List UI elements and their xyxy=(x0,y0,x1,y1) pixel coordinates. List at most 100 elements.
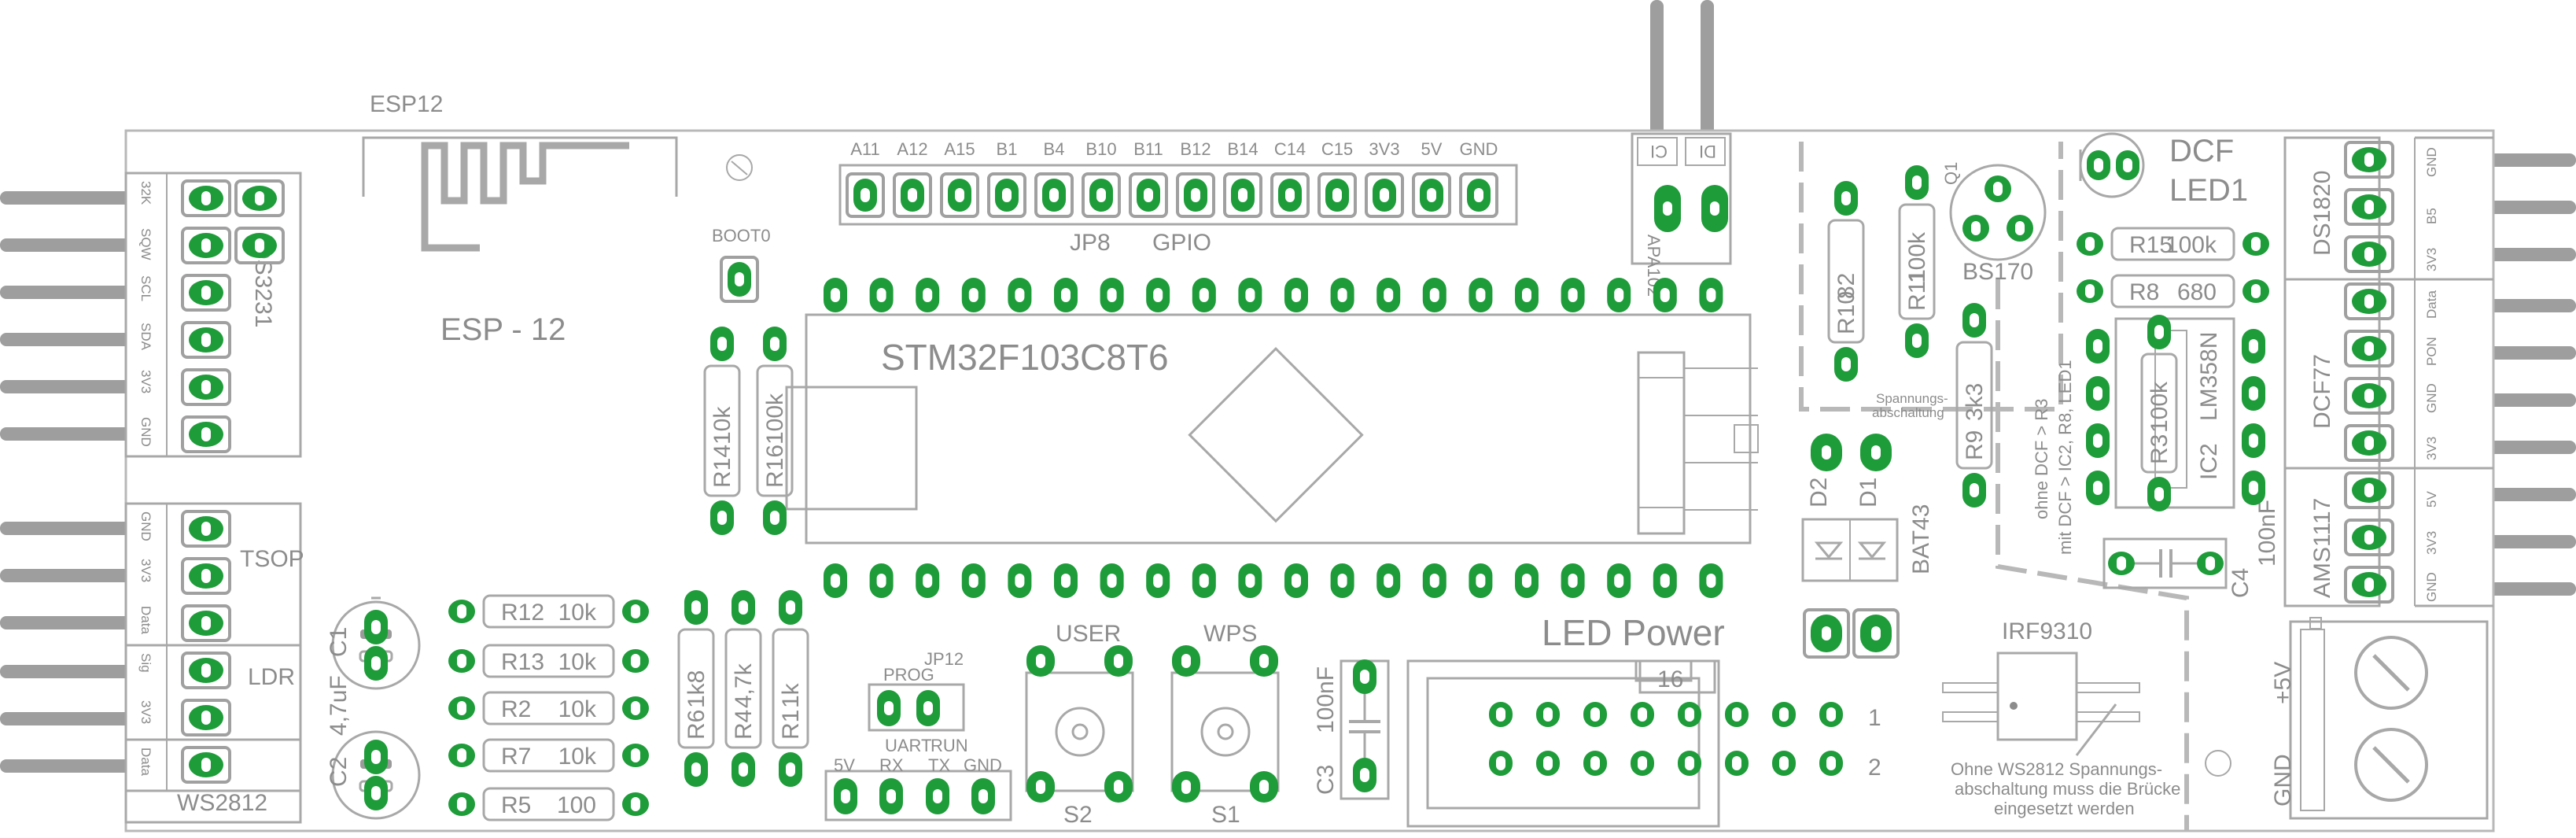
dcf-led-pad xyxy=(2087,150,2110,180)
resistor-pad xyxy=(684,590,708,625)
gpio-pin-label: B14 xyxy=(1227,139,1258,159)
ic2-pad-right xyxy=(2242,471,2265,505)
gpio-pin-label: C15 xyxy=(1321,139,1353,159)
ic2-pad-left xyxy=(2086,329,2110,364)
left-conn-pad xyxy=(181,557,231,595)
gpio-pin-label: B12 xyxy=(1180,139,1211,159)
resistor-pad xyxy=(779,752,802,787)
resistor-pad xyxy=(1834,347,1858,382)
gpio-pin-label: B1 xyxy=(997,139,1018,159)
left-conn-pin-label: GND xyxy=(138,417,153,447)
uart-pin-rx: RX xyxy=(879,755,904,775)
resistor-pad xyxy=(622,792,649,816)
gpio-pad-3v3 xyxy=(1365,172,1404,218)
left-conn-pin-label: Data xyxy=(138,606,153,634)
left-conn-pad xyxy=(181,652,231,689)
svg-text:100: 100 xyxy=(557,792,596,818)
led-power-pad xyxy=(1536,751,1560,776)
svg-text:10k: 10k xyxy=(558,696,597,722)
led-power-pad xyxy=(1489,751,1513,776)
apa102-pin-leads xyxy=(1650,0,1714,142)
uart-jp-label: JP12 xyxy=(924,649,964,669)
svg-text:82: 82 xyxy=(1833,273,1859,299)
left-conn-pin-label: 3V3 xyxy=(138,370,153,393)
gpio-pin-label: 5V xyxy=(1421,139,1443,159)
left-conn-pad xyxy=(181,274,231,312)
left-conn-pad xyxy=(181,699,231,736)
uart-pad xyxy=(879,778,903,814)
left-conn-pin-label: 3V3 xyxy=(138,559,153,582)
q1-pad-2 xyxy=(1962,215,1989,242)
resistor-pad xyxy=(2147,477,2171,511)
svg-text:100k: 100k xyxy=(762,393,788,445)
left-conn-pad xyxy=(181,227,231,264)
stm32-top-pad xyxy=(1100,278,1124,312)
resistor-pad xyxy=(1962,303,1986,338)
svg-text:10k: 10k xyxy=(709,406,735,445)
stm32-top-pad xyxy=(1192,278,1216,312)
stm32-bottom-pad xyxy=(1008,563,1032,598)
gpio-pin-label: C14 xyxy=(1274,139,1306,159)
stm32-bottom-pad xyxy=(1284,563,1308,598)
left-conn-pin-label: SQW xyxy=(138,228,153,260)
stm32-bottom-pad xyxy=(1100,563,1124,598)
svg-text:R14: R14 xyxy=(709,445,735,488)
stm32-top-pad xyxy=(1699,278,1723,312)
bat43-label: BAT43 xyxy=(1908,504,1934,575)
stm32-top-pad xyxy=(869,278,894,312)
prog-jumper-pad xyxy=(916,690,940,726)
pad-layer xyxy=(181,141,2394,816)
left-conn-pad xyxy=(181,415,231,453)
right-conn-pad xyxy=(2344,188,2394,226)
svg-text:R12: R12 xyxy=(501,600,544,626)
stm32-bottom-pad xyxy=(1653,563,1677,598)
d1-pad-top xyxy=(1860,434,1892,471)
resistor-pad xyxy=(622,696,649,720)
gpio-pin-label: B10 xyxy=(1085,139,1116,159)
svg-text:680: 680 xyxy=(2177,279,2217,305)
svg-text:100k: 100k xyxy=(1904,231,1930,283)
gpio-pad-b14 xyxy=(1223,172,1262,218)
power-gnd-label: GND xyxy=(2270,754,2296,807)
svg-text:R7: R7 xyxy=(501,744,531,770)
c4-value: 100nF xyxy=(2254,500,2280,567)
gpio-pad-b12 xyxy=(1176,172,1215,218)
stm32-top-pad xyxy=(1515,278,1539,312)
svg-text:3k3: 3k3 xyxy=(1962,383,1988,421)
right-conn-pad xyxy=(2344,471,2394,509)
stm32-top-pad xyxy=(916,278,940,312)
user-button-s2[interactable] xyxy=(1025,671,1134,792)
left-conn-pin-label: 3V3 xyxy=(138,700,153,724)
uart-pad xyxy=(971,778,995,814)
svg-text:100k: 100k xyxy=(2165,232,2217,258)
stm32-top-pad xyxy=(1284,278,1308,312)
dcf-led-line2: LED1 xyxy=(2169,173,2248,208)
gpio-pad-c15 xyxy=(1317,172,1357,218)
led-power-pad xyxy=(1819,702,1843,727)
irf9310-footprint xyxy=(1942,652,2140,756)
uart-pin-gnd: GND xyxy=(964,755,1002,775)
right-conn-pin-label: 3V3 xyxy=(2424,531,2439,555)
uart-pin-5v: 5V xyxy=(834,755,855,775)
right-conn-pin-label: 3V3 xyxy=(2424,248,2439,271)
wps-button-s1[interactable] xyxy=(1170,671,1280,792)
ic2-part: LM358N xyxy=(2196,332,2222,421)
cap-value-label: 4,7uF xyxy=(326,675,352,736)
stm32-top-pad xyxy=(824,278,847,312)
spannung-small-line2: abschaltung xyxy=(1872,405,1944,420)
dcf-note-line2: mit DCF > IC2, R8, LED1 xyxy=(2055,360,2075,555)
stm32-label: STM32F103C8T6 xyxy=(881,337,1169,378)
button-pad xyxy=(1250,645,1278,677)
ic2-pad-right xyxy=(2242,329,2265,364)
resistor-pad xyxy=(2077,279,2103,303)
left-conn-pin-label: SDA xyxy=(138,323,153,351)
left-conn-pad-double xyxy=(234,179,285,217)
button-pad xyxy=(1104,645,1133,677)
diodes-footprint xyxy=(1801,518,1899,582)
stm32-bottom-pad xyxy=(1561,563,1585,598)
led-power-pad xyxy=(1678,751,1701,776)
user-button-label: USER xyxy=(1056,621,1121,647)
d1-pad-bottom xyxy=(1852,608,1900,659)
resistor-pad xyxy=(622,649,649,673)
